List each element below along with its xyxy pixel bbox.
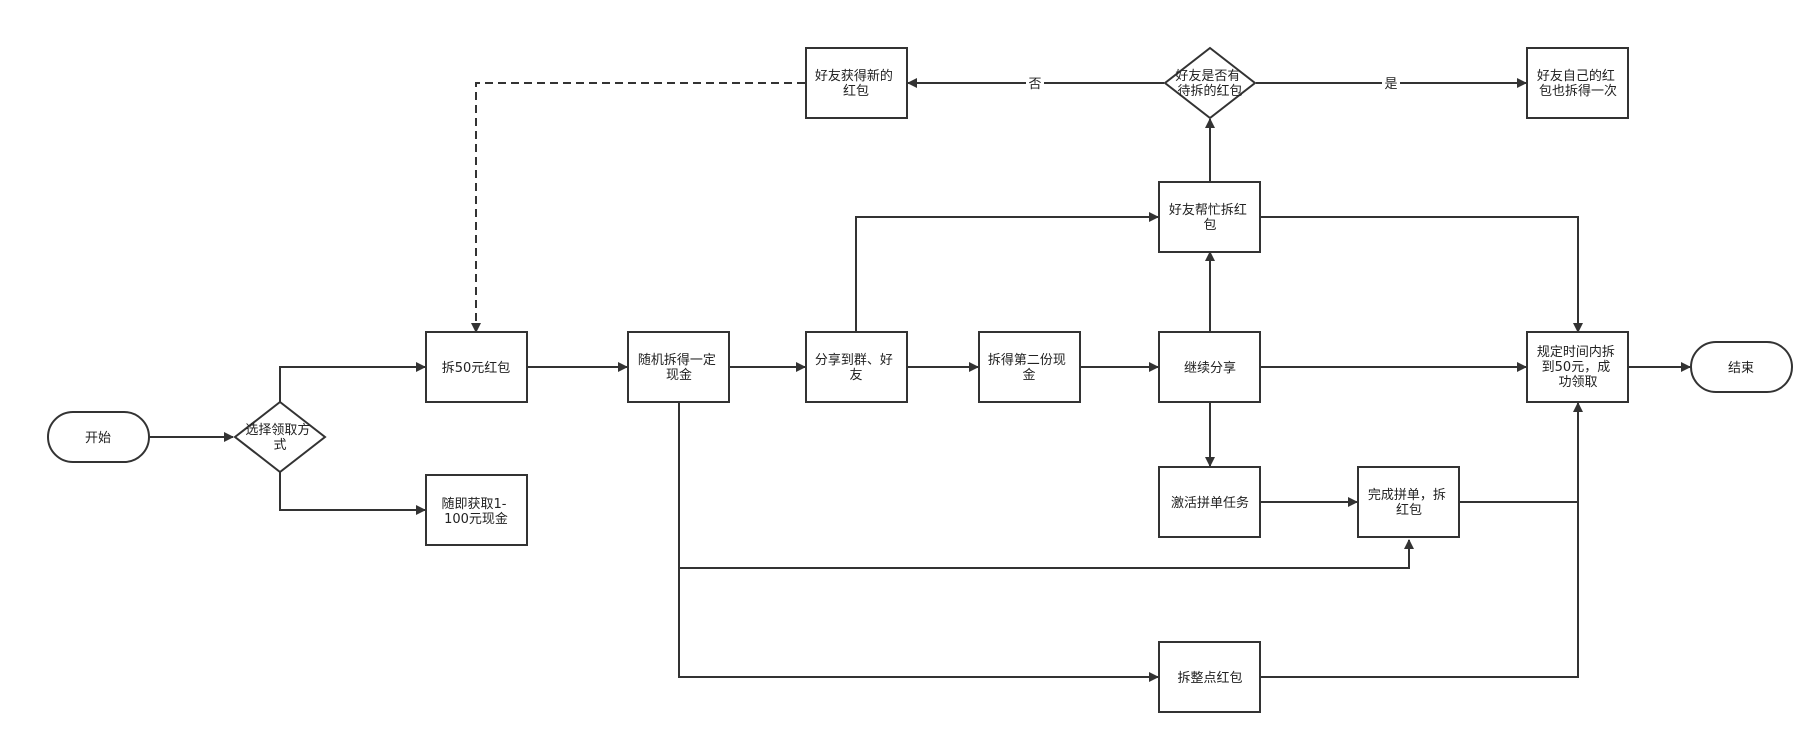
- nodes: 开始 选择领取方 式 拆50元红包 随即获取1- 100元现金: [47, 46, 1793, 713]
- svg-text:好友自己的红 包也拆得一次: 好友自己的红 包也拆得一次: [1537, 68, 1619, 99]
- node-random-chai-line-1: 随机拆得一定: [638, 352, 716, 368]
- svg-text:拆得第二份现 金: 拆得第二份现 金: [988, 352, 1070, 383]
- node-continue-share: 继续分享: [1158, 331, 1261, 403]
- node-choose-line-1: 选择领取方: [245, 422, 310, 438]
- node-complete-line-1: 完成拼单，拆: [1368, 488, 1446, 503]
- svg-text:规定时间内拆 到50元，成: 规定时间内拆 到50元，成 功领取: [1537, 344, 1619, 390]
- svg-text:完成拼单，拆 红包: 完成拼单，拆 红包: [1368, 488, 1450, 518]
- edge-hourly-to-success: [1261, 502, 1579, 678]
- svg-text:选择领取方 式: 选择领取方 式: [245, 422, 314, 453]
- edge-complete-to-success: [1460, 402, 1583, 503]
- node-random-cash: 随即获取1- 100元现金: [425, 474, 528, 546]
- node-complete: 完成拼单，拆 红包: [1357, 466, 1460, 538]
- node-choose-line-2: 式: [273, 438, 286, 453]
- node-success-line-1: 规定时间内拆: [1537, 344, 1615, 360]
- edge-labels: 否 是: [1026, 74, 1400, 92]
- node-friend-help-line-2: 包: [1203, 218, 1216, 233]
- node-second-line-1: 拆得第二份现: [988, 352, 1066, 368]
- node-random-chai: 随机拆得一定 现金: [627, 331, 730, 403]
- node-share-line-2: 友: [849, 367, 862, 383]
- node-hourly: 拆整点红包: [1158, 641, 1261, 713]
- node-choose: 选择领取方 式: [233, 400, 327, 474]
- node-random-chai-line-2: 现金: [666, 367, 692, 383]
- svg-text:好友是否有 待拆的红包: 好友是否有 待拆的红包: [1175, 68, 1244, 99]
- node-friend-new-line-1: 好友获得新的: [815, 68, 893, 84]
- node-activate-label: 激活拼单任务: [1171, 495, 1249, 511]
- edge-choose-to-random-cash: [279, 472, 426, 515]
- node-share-line-1: 分享到群、好: [815, 352, 893, 368]
- node-friend-has: 好友是否有 待拆的红包: [1163, 46, 1257, 120]
- edge-friend-new-to-chai50: [471, 82, 805, 333]
- node-friend-own-line-2: 包也拆得一次: [1539, 83, 1617, 99]
- node-share: 分享到群、好 友: [805, 331, 908, 403]
- edge-random-chai-to-hourly: [678, 568, 1159, 682]
- node-friend-has-line-1: 好友是否有: [1175, 68, 1240, 84]
- node-random-cash-line-1: 随即获取1-: [441, 497, 506, 512]
- node-complete-line-2: 红包: [1396, 502, 1422, 518]
- node-activate: 激活拼单任务: [1158, 466, 1261, 538]
- node-friend-own: 好友自己的红 包也拆得一次: [1526, 47, 1629, 119]
- edge-random-chai-to-complete: [678, 402, 1414, 569]
- edge-label-no: 否: [1028, 77, 1041, 92]
- node-second: 拆得第二份现 金: [978, 331, 1081, 403]
- node-start: 开始: [47, 411, 150, 463]
- svg-text:好友帮忙拆红 包: 好友帮忙拆红 包: [1169, 202, 1251, 233]
- edge-choose-to-chai50: [279, 362, 426, 402]
- node-friend-help: 好友帮忙拆红 包: [1158, 181, 1261, 253]
- node-friend-new-line-2: 红包: [843, 83, 869, 99]
- node-success-line-3: 功领取: [1558, 375, 1597, 390]
- svg-text:随即获取1- 100元现金: 随即获取1- 100元现金: [441, 497, 510, 527]
- svg-text:随机拆得一定 现金: 随机拆得一定 现金: [638, 352, 720, 383]
- edge-share-to-friend-help: [855, 212, 1159, 332]
- edge-friend-help-to-success: [1261, 216, 1583, 333]
- node-end-label: 结束: [1728, 361, 1754, 376]
- node-success: 规定时间内拆 到50元，成 功领取: [1526, 331, 1629, 403]
- node-random-cash-line-2: 100元现金: [444, 511, 508, 527]
- node-start-label: 开始: [85, 431, 111, 446]
- node-chai50-label: 拆50元红包: [442, 360, 511, 376]
- node-continue-share-label: 继续分享: [1184, 360, 1236, 376]
- node-friend-help-line-1: 好友帮忙拆红: [1169, 202, 1247, 218]
- edge-label-yes: 是: [1384, 77, 1397, 92]
- svg-text:分享到群、好 友: 分享到群、好 友: [815, 352, 897, 383]
- node-end: 结束: [1690, 341, 1793, 393]
- node-chai50: 拆50元红包: [425, 331, 528, 403]
- node-hourly-label: 拆整点红包: [1177, 670, 1242, 686]
- node-success-line-2: 到50元，成: [1542, 360, 1611, 375]
- svg-text:好友获得新的 红包: 好友获得新的 红包: [815, 68, 897, 99]
- edges: [149, 78, 1691, 682]
- node-friend-has-line-2: 待拆的红包: [1177, 83, 1242, 99]
- node-second-line-2: 金: [1022, 367, 1035, 383]
- node-friend-new: 好友获得新的 红包: [805, 47, 908, 119]
- node-friend-own-line-1: 好友自己的红: [1537, 68, 1615, 84]
